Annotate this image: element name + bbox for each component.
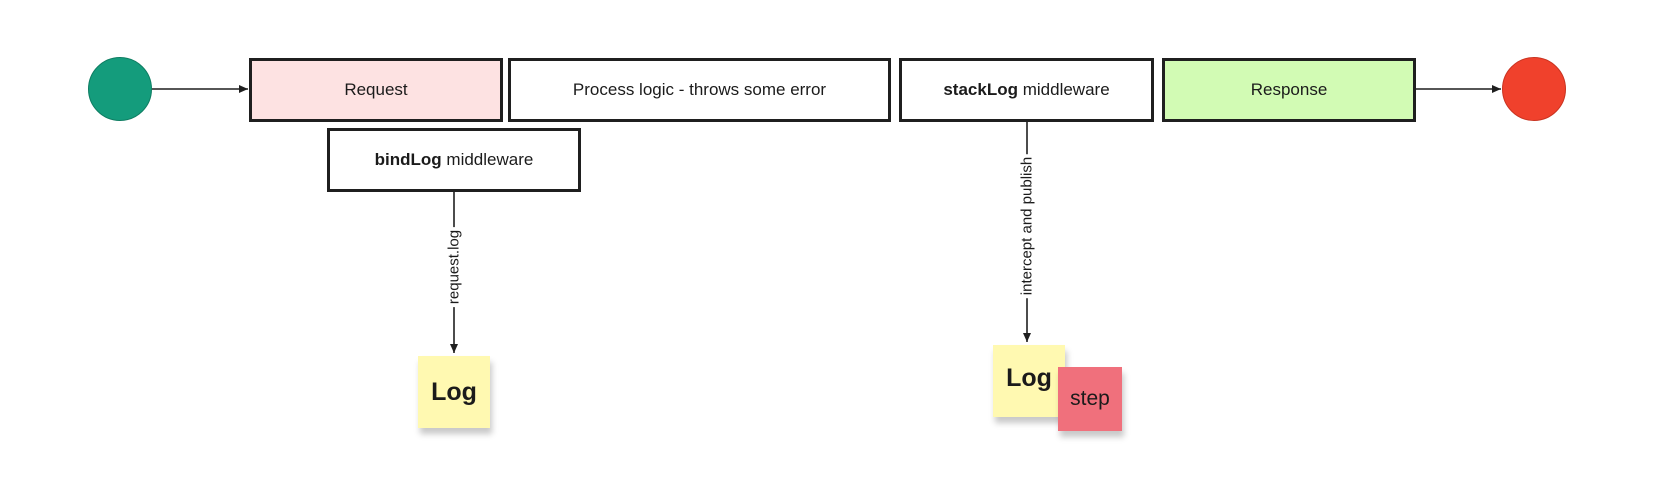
bindlog-suffix: middleware (446, 150, 534, 169)
stacklog-suffix: middleware (1022, 80, 1110, 99)
end-node[interactable] (1502, 57, 1566, 121)
response-label: Response (1250, 80, 1328, 99)
request-log-edge-label: request.log (445, 226, 463, 308)
response-node[interactable]: Response (1162, 58, 1416, 122)
start-node[interactable] (88, 57, 152, 121)
request-node[interactable]: Request (249, 58, 503, 122)
step-sticky-note[interactable]: step (1058, 367, 1122, 431)
process-logic-node[interactable]: Process logic - throws some error (508, 58, 891, 122)
log-note-label: Log (431, 377, 477, 406)
stacklog-middleware-node[interactable]: stackLog middleware (899, 58, 1154, 122)
request-label: Request (344, 80, 408, 99)
log-sticky-note-stacklog[interactable]: Log (993, 345, 1065, 417)
bindlog-name: bindLog (374, 150, 442, 169)
stacklog-name: stackLog (943, 80, 1018, 99)
bindlog-middleware-node[interactable]: bindLog middleware (327, 128, 581, 192)
intercept-publish-edge-label: intercept and publish (1018, 153, 1036, 299)
log-note-label: Log (1006, 363, 1052, 392)
step-note-label: step (1070, 387, 1110, 410)
log-sticky-note-bindlog[interactable]: Log (418, 356, 490, 428)
process-logic-label: Process logic - throws some error (572, 80, 827, 99)
